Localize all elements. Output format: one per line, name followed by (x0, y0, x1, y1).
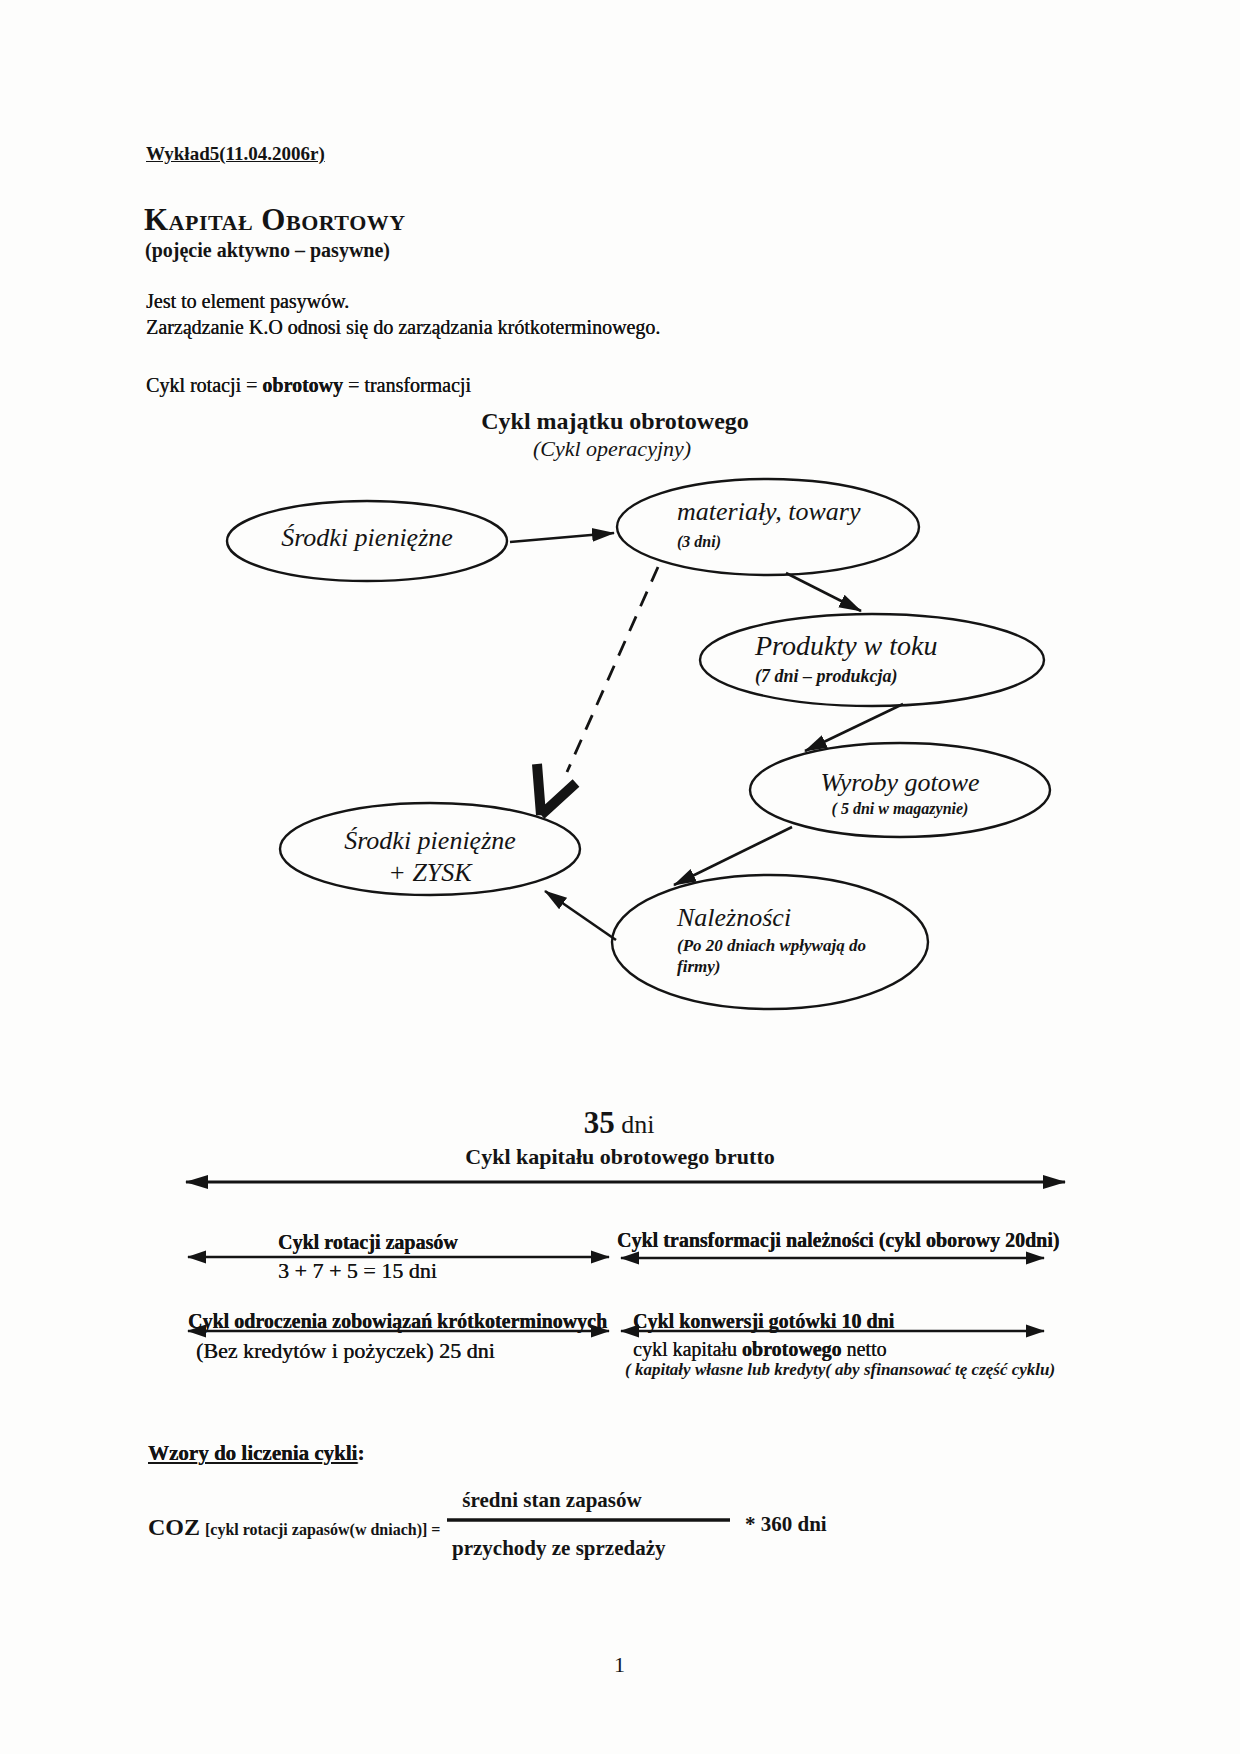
node-materials (617, 479, 919, 575)
page-number: 1 (614, 1652, 625, 1678)
page-subtitle: (pojęcie aktywno – pasywne) (145, 239, 390, 262)
node-materials-note: (3 dni) (677, 533, 721, 551)
node-cash-profit-label2: + ZYSK (388, 858, 471, 888)
row1-right-label: Cykl transformacji należności (cykl obor… (617, 1229, 1059, 1252)
page-title: Kapitał Obortowy (144, 202, 406, 238)
formulas-heading: Wzory do liczenia cykli: (148, 1441, 364, 1466)
node-finished-label: Wyroby gotowe (820, 768, 979, 798)
node-in-progress-note: (7 dni – produkcja) (755, 666, 898, 687)
formula-denominator: przychody ze sprzedaży (452, 1536, 665, 1561)
formula-multiplier: * 360 dni (745, 1512, 827, 1537)
row2-left-label: Cykl odroczenia zobowiązań krótkotermino… (188, 1310, 607, 1333)
node-cash-label: Środki pieniężne (281, 523, 453, 553)
row2-right-label: Cykl konwersji gotówki 10 dni (633, 1310, 894, 1333)
node-receivables-label: Należności (677, 903, 791, 933)
node-finished-note: ( 5 dni w magazynie) (832, 800, 969, 818)
coz-formula-label: COZ[cykl rotacji zapasów(w dniach)] = (148, 1514, 440, 1541)
node-cash-profit-label: Środki pieniężne (344, 826, 516, 856)
big-arrowhead (537, 764, 576, 815)
arrow-receivables-to-cashprofit (545, 891, 616, 940)
arrow-cash-to-materials (510, 533, 614, 542)
diagram-title: Cykl majątku obrotowego (481, 408, 749, 435)
arrow-dashed-materials-to-cashprofit (567, 567, 658, 772)
lecture-header: Wykład5(11.04.2006r) (146, 143, 325, 165)
cycle-equivalence-line: Cykl rotacji = obrotowy = transformacji (146, 374, 471, 397)
node-in-progress-label: Produkty w toku (755, 630, 937, 662)
paragraph-1: Jest to element pasywów. (146, 290, 349, 313)
node-materials-label: materiały, towary (677, 497, 860, 527)
gross-cycle-days: 35 dni (584, 1105, 655, 1141)
gross-cycle-title: Cykl kapitału obrotowego brutto (465, 1144, 774, 1170)
arrow-finished-to-receivables (674, 827, 792, 885)
row1-left-sum: 3 + 7 + 5 = 15 dni (278, 1258, 437, 1284)
node-receivables-note1: (Po 20 dniach wpływają do (677, 936, 866, 956)
row2-left-sub: (Bez kredytów i pożyczek) 25 dni (196, 1338, 495, 1364)
diagram-subtitle: (Cykl operacyjny) (533, 436, 691, 462)
arrow-materials-to-inprogress (786, 573, 861, 611)
row2-right-sub: cykl kapitału obrotowego netto (633, 1338, 886, 1361)
row1-left-label: Cykl rotacji zapasów (278, 1231, 458, 1254)
row2-right-note: ( kapitały własne lub kredyty( aby sfina… (625, 1360, 1055, 1380)
formula-numerator: średni stan zapasów (462, 1488, 641, 1513)
arrow-inprogress-to-finished (805, 704, 903, 751)
paragraph-2: Zarządzanie K.O odnosi się do zarządzani… (146, 316, 660, 339)
node-receivables-note2: firmy) (677, 957, 720, 977)
